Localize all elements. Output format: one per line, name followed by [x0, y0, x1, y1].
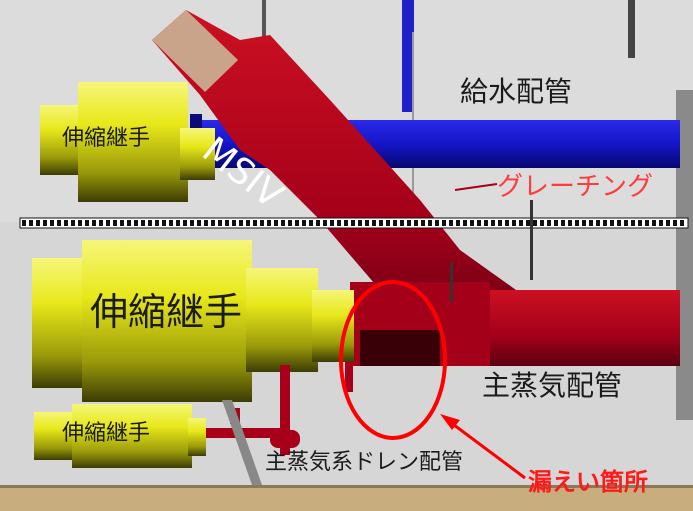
expansion-joint-lower — [34, 404, 206, 468]
drain-pipe-label: 主蒸気系ドレン配管 — [265, 450, 464, 475]
msiv-actuator — [152, 10, 238, 92]
expansion-joint-upper — [40, 82, 215, 202]
main-steam-pipe-shadow — [360, 330, 440, 366]
main-steam-pipe-label: 主蒸気配管 — [482, 369, 623, 402]
leak-arrow-line — [449, 420, 526, 480]
msiv-body — [152, 10, 530, 360]
grating-pointer — [454, 183, 498, 191]
expansion-joint-middle — [32, 240, 354, 402]
support-beam — [222, 400, 262, 485]
expansion-joint-lower-label: 伸縮継手 — [62, 421, 151, 446]
floor-edge — [0, 485, 693, 488]
leak-arrow-head — [440, 414, 460, 430]
floor — [0, 487, 693, 511]
feedwater-riser — [402, 0, 414, 112]
leak-circle — [339, 280, 447, 440]
leak-location-label: 漏えい箇所 — [528, 468, 648, 496]
right-edge-structure — [676, 90, 693, 420]
background-pole — [628, 0, 635, 58]
expansion-joint-middle-label: 伸縮継手 — [90, 290, 243, 334]
feedwater-pipe-label: 給水配管 — [460, 75, 573, 108]
expansion-joint-upper-label: 伸縮継手 — [62, 126, 151, 151]
grating-label: グレーチング — [497, 172, 654, 202]
